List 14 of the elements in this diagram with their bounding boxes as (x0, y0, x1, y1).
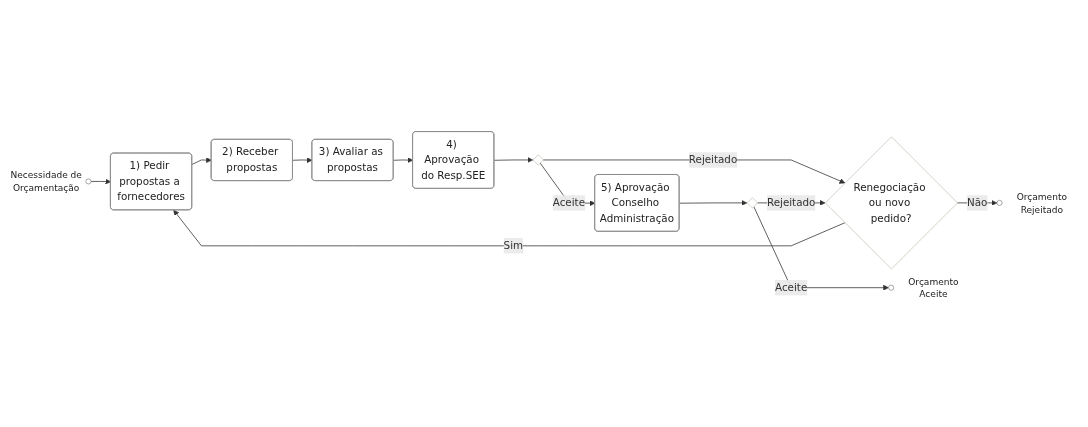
event-circle (996, 200, 1003, 206)
event-label: Necessidade de Orçamentação (9, 168, 83, 196)
task-box: 1) Pedir propostas a fornecedores (110, 152, 193, 211)
task-box: 3) Avaliar as propostas (311, 138, 394, 181)
task-box: 2) Receber propostas (210, 138, 293, 181)
gateway-diamond (746, 197, 758, 209)
gateway-diamond (532, 154, 544, 166)
decision-diamond: Renegociação ou novo pedido? (825, 136, 958, 270)
event-label: Orçamento Aceite (907, 275, 960, 302)
task-box: 4) Aprovação do Resp.SEE (412, 131, 495, 189)
event-circle (888, 284, 895, 291)
event-label: Orçamento Rejeitado (1015, 190, 1068, 217)
task-box: 5) Aprovação Conselho Administração (594, 174, 680, 232)
event-circle (85, 178, 92, 185)
